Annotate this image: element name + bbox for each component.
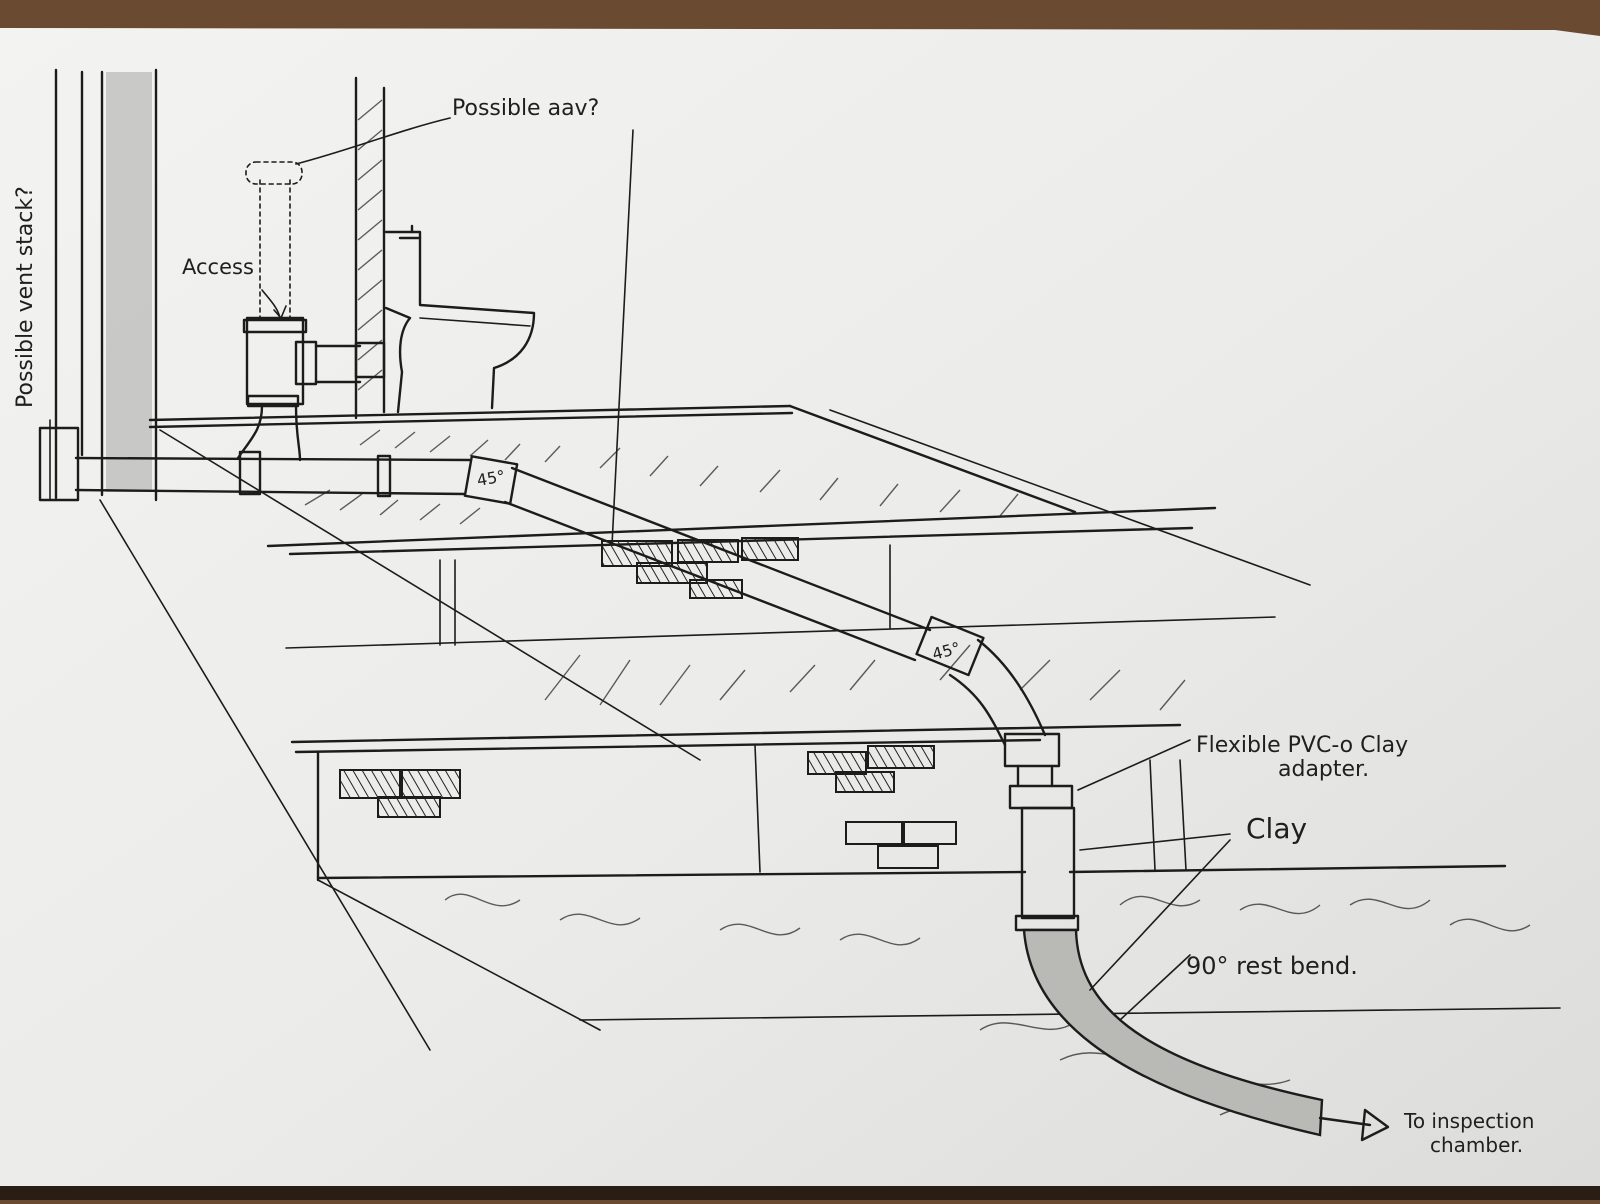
toilet: [354, 224, 536, 414]
vent-stack-label: Possible vent stack?: [13, 186, 38, 408]
leader-lines: [261, 117, 1231, 1021]
clay-label: Clay: [1246, 812, 1307, 845]
horizontal-waste-pipe: [38, 426, 472, 502]
destination-arrow-icon: [1318, 1108, 1390, 1142]
sloped-pipe: [463, 455, 1047, 747]
left-wall: [49, 68, 158, 502]
bricks: [339, 537, 957, 869]
floor-slab: [148, 404, 1311, 586]
adapter-label-line1: Flexible PVC-o Clay: [1196, 733, 1408, 758]
table-edge: [0, 1186, 1600, 1200]
access-label: Access: [182, 255, 254, 279]
angle-label-upper: 45°: [475, 466, 506, 490]
adapter-label-line2: adapter.: [1278, 757, 1369, 782]
destination-label-line2: chamber.: [1430, 1133, 1523, 1157]
rest-bend-label: 90° rest bend.: [1186, 952, 1358, 980]
destination-label-line1: To inspection: [1403, 1109, 1534, 1133]
aav-label: Possible aav?: [452, 96, 599, 121]
clay-pipe: [1014, 806, 1324, 1137]
paper-sheet: [0, 28, 1600, 1188]
vent-access-pipe: [236, 161, 362, 462]
